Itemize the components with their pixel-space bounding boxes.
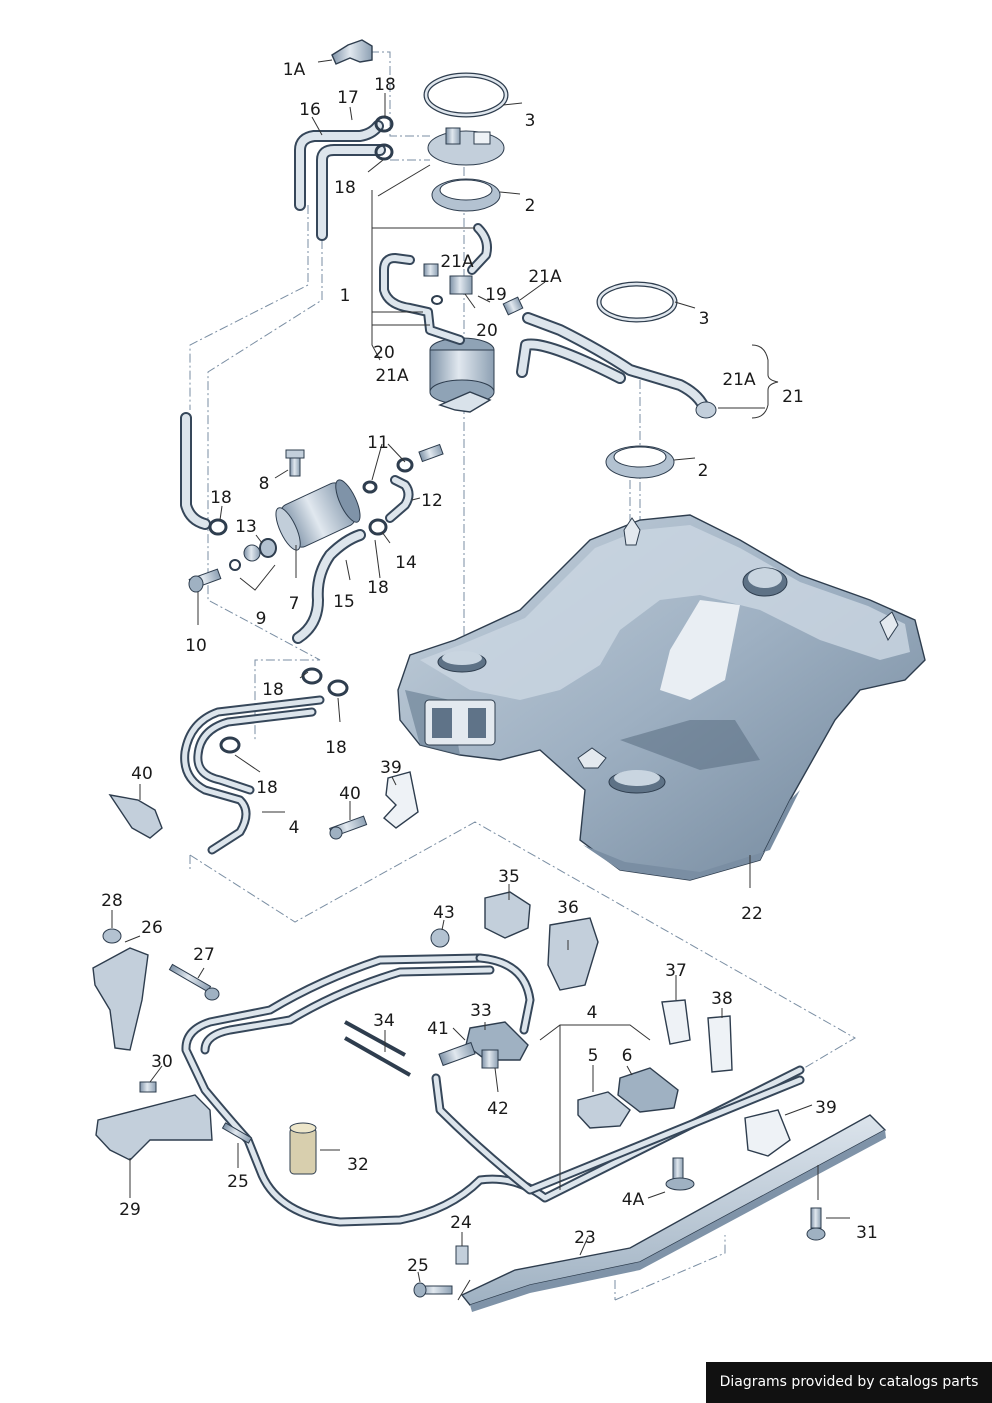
callout-18: 18 bbox=[262, 680, 284, 700]
callout-9: 9 bbox=[256, 609, 267, 629]
callout-21A: 21A bbox=[722, 370, 756, 390]
callout-10: 10 bbox=[185, 636, 207, 656]
callout-18: 18 bbox=[325, 738, 347, 758]
heat-shield-rail bbox=[460, 1114, 887, 1312]
fuel-pump-assembly bbox=[331, 39, 678, 479]
callout-18: 18 bbox=[374, 75, 396, 95]
callout-26: 26 bbox=[141, 918, 163, 938]
callout-4: 4 bbox=[289, 818, 300, 838]
callout-28: 28 bbox=[101, 891, 123, 911]
callout-21A: 21A bbox=[528, 267, 562, 287]
callout-2: 2 bbox=[525, 196, 536, 216]
part-number-labels: 1A 18 17 16 3 2 18 21A 21A 19 1 20 20 21… bbox=[101, 60, 878, 1276]
callout-25: 25 bbox=[407, 1256, 429, 1276]
callout-5: 5 bbox=[588, 1046, 599, 1066]
callout-37: 37 bbox=[665, 961, 687, 981]
callout-18: 18 bbox=[210, 488, 232, 508]
callout-36: 36 bbox=[557, 898, 579, 918]
callout-42: 42 bbox=[487, 1099, 509, 1119]
callout-2: 2 bbox=[698, 461, 709, 481]
callout-35: 35 bbox=[498, 867, 520, 887]
callout-40: 40 bbox=[131, 764, 153, 784]
callout-21A: 21A bbox=[375, 366, 409, 386]
callout-15: 15 bbox=[333, 592, 355, 612]
callout-13: 13 bbox=[235, 517, 257, 537]
callout-23: 23 bbox=[574, 1228, 596, 1248]
fuel-filter-group bbox=[188, 443, 444, 593]
callout-32: 32 bbox=[347, 1155, 369, 1175]
callout-7: 7 bbox=[289, 594, 300, 614]
callout-22: 22 bbox=[741, 904, 763, 924]
callout-34: 34 bbox=[373, 1011, 395, 1031]
callout-18: 18 bbox=[367, 578, 389, 598]
callout-14: 14 bbox=[395, 553, 417, 573]
credit-banner: Diagrams provided by catalogs parts bbox=[706, 1362, 992, 1403]
clips-and-fasteners bbox=[92, 115, 826, 1298]
callout-16: 16 bbox=[299, 100, 321, 120]
callout-12: 12 bbox=[421, 491, 443, 511]
callout-25: 25 bbox=[227, 1172, 249, 1192]
callout-19: 19 bbox=[485, 285, 507, 305]
fuel-tank bbox=[397, 514, 926, 881]
callout-1A: 1A bbox=[283, 60, 306, 80]
callout-8: 8 bbox=[259, 474, 270, 494]
callout-41: 41 bbox=[427, 1019, 449, 1039]
callout-21A: 21A bbox=[440, 252, 474, 272]
callout-18: 18 bbox=[334, 178, 356, 198]
callout-11: 11 bbox=[367, 433, 389, 453]
callout-29: 29 bbox=[119, 1200, 141, 1220]
callout-1: 1 bbox=[340, 286, 351, 306]
callout-43: 43 bbox=[433, 903, 455, 923]
callout-17: 17 bbox=[337, 88, 359, 108]
callout-24: 24 bbox=[450, 1213, 472, 1233]
callout-3: 3 bbox=[699, 309, 710, 329]
callout-27: 27 bbox=[193, 945, 215, 965]
callout-20: 20 bbox=[476, 321, 498, 341]
callout-39: 39 bbox=[380, 758, 402, 778]
leader-lines bbox=[111, 59, 850, 1301]
callout-4: 4 bbox=[587, 1003, 598, 1023]
callout-20: 20 bbox=[373, 343, 395, 363]
callout-38: 38 bbox=[711, 989, 733, 1009]
callout-31: 31 bbox=[856, 1223, 878, 1243]
callout-3: 3 bbox=[525, 111, 536, 131]
callout-18: 18 bbox=[256, 778, 278, 798]
callout-6: 6 bbox=[622, 1046, 633, 1066]
callout-33: 33 bbox=[470, 1001, 492, 1021]
callout-30: 30 bbox=[151, 1052, 173, 1072]
callout-4A: 4A bbox=[622, 1190, 645, 1210]
callout-40: 40 bbox=[339, 784, 361, 804]
callout-21: 21 bbox=[782, 387, 804, 407]
callout-39: 39 bbox=[815, 1098, 837, 1118]
